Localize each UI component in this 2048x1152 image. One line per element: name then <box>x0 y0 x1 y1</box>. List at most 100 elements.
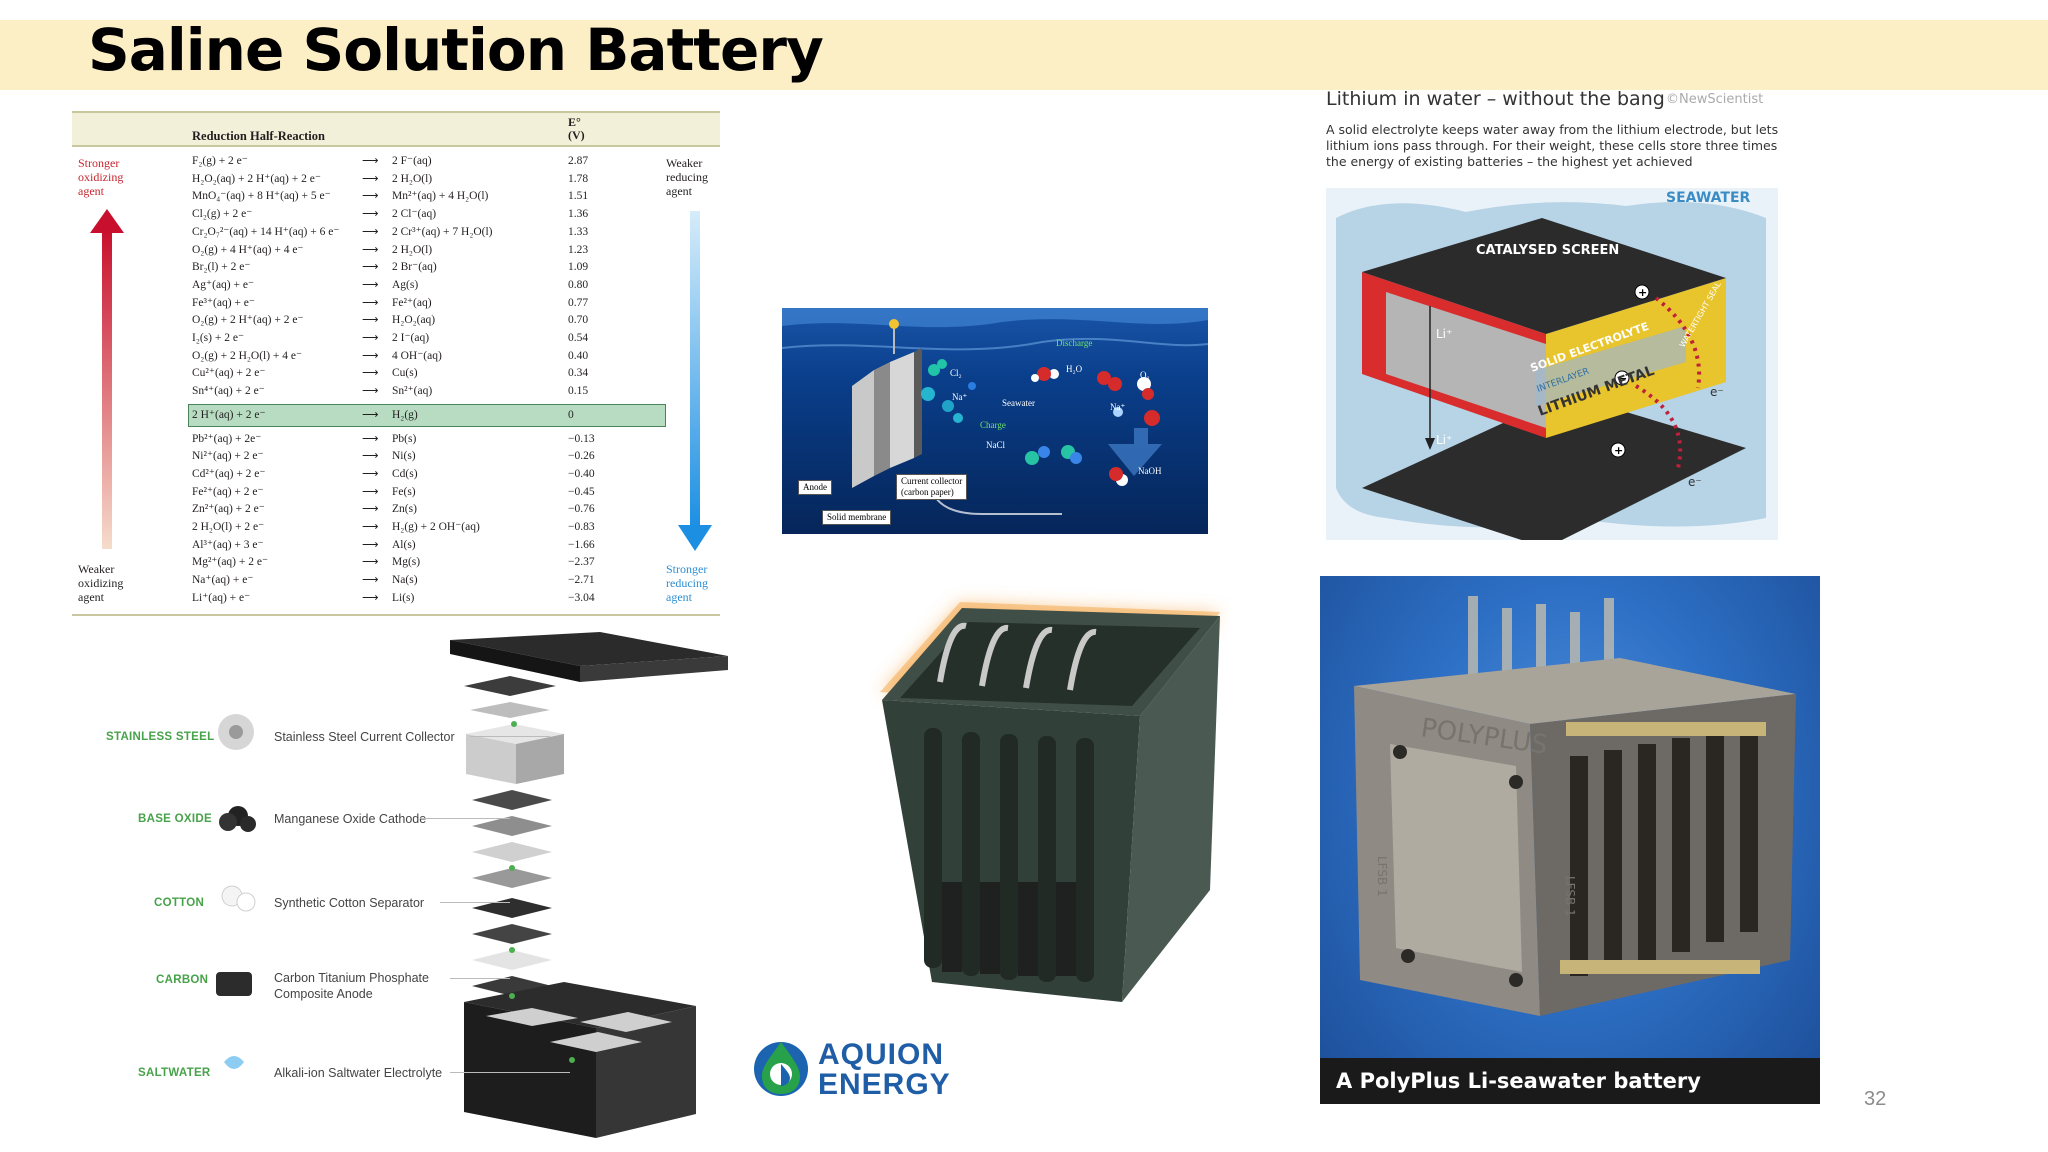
table-header: Reduction Half-Reaction E° (V) <box>72 111 720 147</box>
table-row: Cl₂(g) + 2 e⁻⟶2 Cl⁻(aq)1.36 <box>72 206 720 223</box>
reaction-reactants: MnO₄⁻(aq) + 8 H⁺(aq) + 5 e⁻ <box>192 190 331 203</box>
standard-potential: 0.70 <box>568 314 589 327</box>
standard-potential: −0.76 <box>568 503 595 516</box>
reaction-arrow: ⟶ <box>362 243 379 256</box>
table-row: Fe²⁺(aq) + 2 e⁻⟶Fe(s)−0.45 <box>72 484 720 501</box>
reaction-arrow: ⟶ <box>362 278 379 291</box>
seawater-cell-diagram: Anode Current collector (carbon paper) S… <box>782 308 1208 534</box>
reaction-arrow: ⟶ <box>362 450 379 463</box>
layer-description: Carbon Titanium Phosphate Composite Anod… <box>274 971 429 1001</box>
standard-potential: −0.45 <box>568 485 595 498</box>
label-discharge: Discharge <box>1056 338 1093 348</box>
plate-text-left: LFSB 1 <box>1375 856 1389 897</box>
label-stronger-oxidizing: Stronger oxidizing agent <box>78 156 124 198</box>
standard-potential: −0.40 <box>568 467 595 480</box>
polyplus-battery-photo: POLYPLUS LFSB 1 LFSB 1 A PolyPlus Li-sea… <box>1320 576 1820 1104</box>
standard-potential: 1.09 <box>568 261 589 274</box>
table-row: O₂(g) + 2 H₂O(l) + 4 e⁻⟶4 OH⁻(aq)0.40 <box>72 348 720 365</box>
label-charge: Charge <box>980 420 1006 430</box>
reaction-reactants: Al³⁺(aq) + 3 e⁻ <box>192 538 264 551</box>
reaction-reactants: Ni²⁺(aq) + 2 e⁻ <box>192 450 264 463</box>
reaction-products: Sn²⁺(aq) <box>392 385 433 398</box>
reaction-reactants: Cr₂O₇²⁻(aq) + 14 H⁺(aq) + 6 e⁻ <box>192 225 340 238</box>
leader-line <box>420 818 510 819</box>
reaction-products: H₂(g) <box>392 408 418 421</box>
standard-potential: −2.71 <box>568 574 595 587</box>
standard-potential: −1.66 <box>568 538 595 551</box>
standard-potential: −0.83 <box>568 521 595 533</box>
reaction-reactants: Fe²⁺(aq) + 2 e⁻ <box>192 485 264 498</box>
reaction-reactants: 2 H⁺(aq) + 2 e⁻ <box>192 408 266 421</box>
standard-potential: 2.87 <box>568 155 589 167</box>
standard-potential: 0 <box>568 408 574 421</box>
standard-potential: −0.13 <box>568 432 595 445</box>
leader-line <box>450 1072 570 1073</box>
reaction-reactants: Sn⁴⁺(aq) + 2 e⁻ <box>192 385 265 398</box>
reaction-arrow: ⟶ <box>362 261 379 274</box>
material-label: SALTWATER <box>138 1067 211 1079</box>
standard-potential: 0.34 <box>568 367 589 380</box>
reducing-strength-arrow <box>678 211 712 551</box>
layer-description: Alkali-ion Saltwater Electrolyte <box>274 1066 443 1080</box>
reaction-arrow: ⟶ <box>362 521 379 533</box>
reaction-products: 4 OH⁻(aq) <box>392 349 442 362</box>
reaction-products: 2 Cr³⁺(aq) + 7 H₂O(l) <box>392 225 493 238</box>
reaction-reactants: Cl₂(g) + 2 e⁻ <box>192 208 253 221</box>
label-solid-membrane: Solid membrane <box>822 510 892 525</box>
reaction-reactants: Fe³⁺(aq) + e⁻ <box>192 296 255 309</box>
reaction-products: 2 Br⁻(aq) <box>392 261 437 274</box>
standard-potential: 0.80 <box>568 278 589 291</box>
table-row: H₂O₂(aq) + 2 H⁺(aq) + 2 e⁻⟶2 H₂O(l)1.78 <box>72 171 720 188</box>
reaction-products: Ag(s) <box>392 278 419 291</box>
reaction-products: 2 H₂O(l) <box>392 172 433 185</box>
table-row: Ag⁺(aq) + e⁻⟶Ag(s)0.80 <box>72 277 720 294</box>
reaction-products: 2 I⁻(aq) <box>392 332 430 344</box>
photo-caption: A PolyPlus Li-seawater battery <box>1336 1069 1701 1093</box>
reaction-arrow: ⟶ <box>362 432 379 445</box>
standard-potential: 1.33 <box>568 225 589 238</box>
reaction-reactants: Br₂(l) + 2 e⁻ <box>192 261 251 274</box>
table-bottom-rule <box>72 614 720 616</box>
standard-potential: −3.04 <box>568 591 595 604</box>
reaction-products: Cu(s) <box>392 367 418 380</box>
table-row: Cu²⁺(aq) + 2 e⁻⟶Cu(s)0.34 <box>72 365 720 382</box>
standard-potential: 0.15 <box>568 385 589 398</box>
table-row: 2 H₂O(l) + 2 e⁻⟶H₂(g) + 2 OH⁻(aq)−0.83 <box>72 519 720 536</box>
reaction-products: H₂O₂(aq) <box>392 314 436 327</box>
standard-potential: 0.77 <box>568 296 589 309</box>
label-o2: O₂ <box>1140 370 1150 380</box>
material-label: STAINLESS STEEL <box>106 731 215 743</box>
reaction-arrow: ⟶ <box>362 574 379 587</box>
reaction-products: 2 H₂O(l) <box>392 243 433 256</box>
reaction-arrow: ⟶ <box>362 538 379 551</box>
table-row: Li⁺(aq) + e⁻⟶Li(s)−3.04 <box>72 590 720 607</box>
material-label: COTTON <box>154 897 205 909</box>
label-catalysed-screen: CATALYSED SCREEN <box>1476 243 1619 258</box>
table-row: Ni²⁺(aq) + 2 e⁻⟶Ni(s)−0.26 <box>72 448 720 465</box>
slide-title: Saline Solution Battery <box>88 16 824 84</box>
label-nacl: NaCl <box>986 440 1005 450</box>
reaction-reactants: Cd²⁺(aq) + 2 e⁻ <box>192 467 266 480</box>
reaction-products: Cd(s) <box>392 467 418 480</box>
header-reaction: Reduction Half-Reaction <box>192 129 325 143</box>
table-row: Sn⁴⁺(aq) + 2 e⁻⟶Sn²⁺(aq)0.15 <box>72 383 720 400</box>
label-naoh: NaOH <box>1138 466 1162 476</box>
table-row: O₂(g) + 2 H⁺(aq) + 2 e⁻⟶H₂O₂(aq)0.70 <box>72 312 720 329</box>
reaction-reactants: Zn²⁺(aq) + 2 e⁻ <box>192 503 265 516</box>
table-row: Fe³⁺(aq) + e⁻⟶Fe²⁺(aq)0.77 <box>72 295 720 312</box>
aquion-drop-icon <box>754 1042 808 1096</box>
standard-potential: 0.54 <box>568 332 589 344</box>
reaction-reactants: I₂(s) + 2 e⁻ <box>192 332 245 344</box>
li-seawater-cell-illustration: + − + SEAWATER CATALYSED SCREEN SOLID EL… <box>1326 188 1778 540</box>
seawater-cell-illustration <box>782 308 1208 515</box>
layer-description: Manganese Oxide Cathode <box>274 812 427 826</box>
reaction-arrow: ⟶ <box>362 485 379 498</box>
figure-title: Lithium in water – without the bang <box>1326 88 1665 110</box>
reaction-products: Li(s) <box>392 591 415 604</box>
label-h2o: H₂O <box>1066 364 1083 374</box>
exploded-battery-diagram: STAINLESS STEEL Stainless Steel Current … <box>80 630 740 1150</box>
hydrogen-reference-highlight <box>188 404 666 427</box>
label-weaker-oxidizing: Weaker oxidizing agent <box>78 562 124 604</box>
label-anode: Anode <box>798 480 832 495</box>
reaction-products: Pb(s) <box>392 432 417 445</box>
